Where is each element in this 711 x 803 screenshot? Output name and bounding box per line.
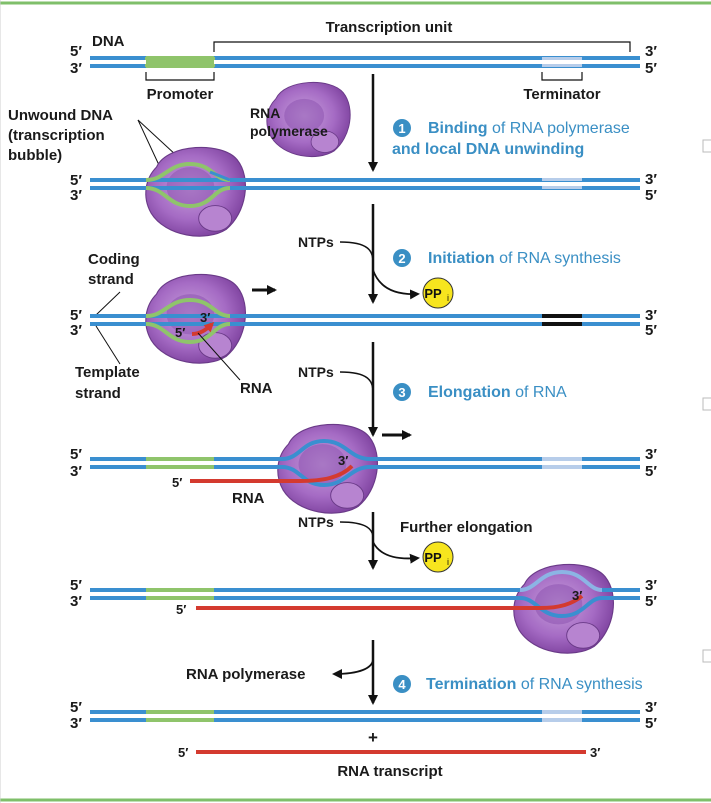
- ppi-1: PP i: [422, 277, 454, 309]
- svg-text:5′: 5′: [70, 172, 82, 189]
- svg-text:3′: 3′: [70, 187, 82, 204]
- unwound-label-line2: (transcription: [8, 127, 105, 144]
- svg-text:Termination of RNA synthesis: Termination of RNA synthesis: [426, 676, 643, 693]
- ntps-label-2: NTPs: [298, 364, 334, 380]
- svg-text:5′: 5′: [70, 307, 82, 324]
- terminator-label: Terminator: [523, 86, 600, 103]
- svg-text:and local DNA unwinding: and local DNA unwinding: [392, 141, 584, 158]
- svg-text:Initiation of RNA synthesis: Initiation of RNA synthesis: [428, 250, 621, 267]
- rna-label-2: RNA: [232, 490, 265, 507]
- svg-text:i: i: [447, 293, 449, 303]
- svg-text:3′: 3′: [70, 322, 82, 339]
- svg-text:PP: PP: [424, 286, 442, 301]
- coding-label-line2: strand: [88, 271, 134, 288]
- svg-text:3′: 3′: [70, 593, 82, 610]
- ntps-label-1: NTPs: [298, 234, 334, 250]
- coding-label-line1: Coding: [88, 251, 140, 268]
- unwound-label-line1: Unwound DNA: [8, 107, 113, 124]
- svg-text:Elongation of RNA: Elongation of RNA: [428, 384, 567, 401]
- rnap-label-line2: polymerase: [250, 123, 328, 139]
- promoter-label: Promoter: [147, 86, 214, 103]
- dna-row-initiation: 5′ 3′ 3′ 5′ 5′ 3′: [70, 297, 657, 345]
- further-elongation-label: Further elongation: [400, 519, 533, 536]
- step4-text: 4 Termination of RNA synthesis: [393, 675, 643, 693]
- svg-text:5′: 5′: [70, 577, 82, 594]
- svg-text:i: i: [447, 557, 449, 567]
- dna-row-initial: 5′ 3′ 3′ 5′ DNA Transcription unit Promo…: [70, 19, 657, 103]
- svg-text:5′: 5′: [645, 322, 657, 339]
- svg-text:5′: 5′: [172, 475, 182, 490]
- end-3prime: 3′: [70, 60, 82, 77]
- rna-label-1: RNA: [240, 380, 273, 397]
- ppi-2: PP i: [422, 541, 454, 573]
- svg-text:3′: 3′: [645, 577, 657, 594]
- svg-text:3′: 3′: [645, 699, 657, 716]
- rna-polymerase-initiation: [145, 273, 247, 364]
- svg-text:5′: 5′: [175, 325, 185, 340]
- dna-row-further: 5′ 3′ 3′ 5′ 5′ 3′: [70, 569, 657, 619]
- svg-text:5′: 5′: [178, 745, 188, 760]
- end-3prime-right: 3′: [645, 43, 657, 60]
- svg-text:5′: 5′: [70, 699, 82, 716]
- svg-text:5′: 5′: [176, 602, 186, 617]
- svg-text:3′: 3′: [200, 310, 210, 325]
- ntps-label-3: NTPs: [298, 514, 334, 530]
- plus-sign: +: [368, 728, 378, 747]
- terminator-bracket: [541, 72, 583, 81]
- dna-label: DNA: [92, 33, 125, 50]
- rna-transcript-label: RNA transcript: [337, 763, 442, 780]
- dna-row-elongation: 5′ 3′ 3′ 5′ 5′ 3′: [70, 438, 657, 490]
- svg-text:3′: 3′: [645, 171, 657, 188]
- svg-text:3′: 3′: [70, 463, 82, 480]
- step1-text: 1 Binding of RNA polymerase and local DN…: [392, 119, 630, 158]
- template-label-line1: Template: [75, 364, 140, 381]
- transcription-unit-label: Transcription unit: [326, 19, 453, 36]
- svg-text:3′: 3′: [645, 307, 657, 324]
- svg-text:PP: PP: [424, 550, 442, 565]
- svg-text:3′: 3′: [338, 453, 348, 468]
- transcription-unit-bracket: [213, 41, 631, 52]
- svg-text:2: 2: [398, 251, 405, 266]
- svg-text:5′: 5′: [645, 187, 657, 204]
- svg-text:3′: 3′: [572, 588, 582, 603]
- rnap-label-line1: RNA: [250, 105, 280, 121]
- end-5prime: 5′: [70, 43, 82, 60]
- dna-row-binding: 5′ 3′ 3′ 5′: [70, 161, 657, 209]
- terminator-region: [542, 57, 582, 60]
- step3-text: 3 Elongation of RNA: [393, 383, 567, 401]
- svg-text:1: 1: [398, 121, 405, 136]
- end-5prime-right: 5′: [645, 60, 657, 77]
- svg-text:3′: 3′: [645, 446, 657, 463]
- rna-polymerase-release-label: RNA polymerase: [186, 666, 306, 683]
- svg-text:4: 4: [398, 677, 406, 692]
- svg-text:5′: 5′: [645, 463, 657, 480]
- step2-text: 2 Initiation of RNA synthesis: [393, 249, 621, 267]
- svg-text:5′: 5′: [645, 593, 657, 610]
- svg-text:3: 3: [398, 385, 405, 400]
- template-label-line2: strand: [75, 385, 121, 402]
- unwound-label-line3: bubble): [8, 147, 62, 164]
- svg-text:3′: 3′: [70, 715, 82, 732]
- svg-text:5′: 5′: [645, 715, 657, 732]
- promoter-bracket: [145, 72, 215, 81]
- dna-row-termination: 5′ 3′ 3′ 5′: [70, 699, 657, 732]
- rna-transcript: 5′ 3′: [178, 745, 600, 760]
- svg-text:3′: 3′: [590, 745, 600, 760]
- svg-text:5′: 5′: [70, 446, 82, 463]
- svg-text:Binding of RNA polymerase: Binding of RNA polymerase: [428, 120, 630, 137]
- right-tabs: [702, 139, 711, 663]
